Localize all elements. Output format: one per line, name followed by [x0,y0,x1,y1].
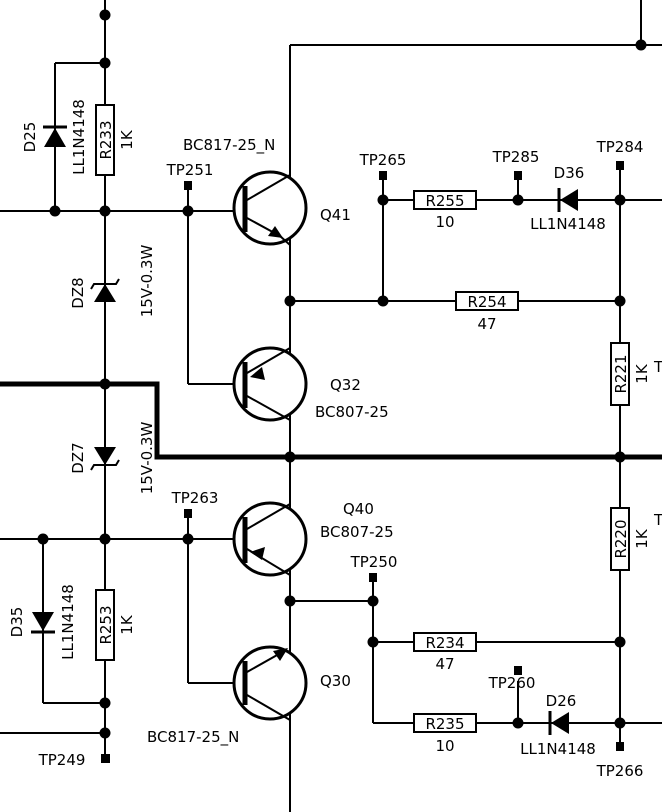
r235-value-label: 10 [435,737,454,755]
d35-part-label: LL1N4148 [59,584,77,660]
d26-ref-label: D26 [546,692,577,710]
d26-part-label: LL1N4148 [520,740,596,758]
resistor-r254 [455,291,519,311]
d25-ref-label: D25 [21,122,39,153]
d36-ref-label: D36 [554,164,585,182]
tp251-label: TP251 [166,161,214,179]
r255-value-label: 10 [435,213,454,231]
r233-value-label: 1K [118,129,136,150]
dz7-ref-label: DZ7 [69,442,87,473]
dz8-ref-label: DZ8 [69,277,87,308]
tp285-label: TP285 [492,148,540,166]
q30-ref-label: Q30 [320,672,351,690]
r221-ref-label: R221 [612,354,630,393]
resistor-r220 [610,507,630,571]
diode-d25 [43,125,67,147]
q32-ref-label: Q32 [330,376,361,394]
r235-ref-label: R235 [425,715,464,733]
resistor-r221 [610,342,630,406]
q40-part-label: BC807-25 [320,523,394,541]
r234-ref-label: R234 [425,634,464,652]
q41-part-label: BC817-25_N [183,136,275,155]
d35-ref-label: D35 [8,607,26,638]
transistor-q41 [232,170,308,246]
transistor-q32 [232,346,308,422]
ground-bus [0,381,662,460]
r220-ref-label: R220 [612,519,630,558]
r254-ref-label: R254 [467,293,506,311]
resistor-r253 [95,589,115,661]
tp263-label: TP263 [171,489,219,507]
r253-value-label: 1K [118,614,136,635]
dz7-part-label: 15V-0.3W [138,422,156,495]
transistor-q30 [232,645,308,721]
resistor-r234 [413,632,477,652]
tp250-label: TP250 [350,553,398,571]
r254-value-label: 47 [477,315,496,333]
r220-value-label: 1K [633,528,651,549]
tp265-label: TP265 [359,151,407,169]
tp249-label: TP249 [38,751,86,769]
q41-ref-label: Q41 [320,206,351,224]
zener-dz8 [90,278,120,302]
q40-ref-label: Q40 [343,500,374,518]
zener-dz7 [90,447,120,471]
diode-d36 [557,188,578,212]
resistor-r233 [95,104,115,176]
r221-value-label: 1K [633,363,651,384]
d25-part-label: LL1N4148 [70,99,88,175]
resistor-r235 [413,713,477,733]
dz8-part-label: 15V-0.3W [138,245,156,318]
q32-part-label: BC807-25 [315,403,389,421]
r234-value-label: 47 [435,655,454,673]
clipped-label-r220: T [653,511,662,529]
r253-ref-label: R253 [97,605,115,644]
clipped-label-r221: T [653,358,662,376]
diode-d35 [31,612,55,634]
r255-ref-label: R255 [425,192,464,210]
d36-part-label: LL1N4148 [530,215,606,233]
r233-ref-label: R233 [97,120,115,159]
tp284-label: TP284 [596,138,644,156]
resistor-r255 [413,190,477,210]
q30-part-label: BC817-25_N [147,728,239,747]
transistor-q40 [232,501,308,577]
diode-d26 [548,711,569,735]
tp266-label: TP266 [596,762,644,780]
junction-dots [37,9,647,739]
tp260-label: TP260 [488,674,536,692]
test-point-markers [101,161,624,763]
